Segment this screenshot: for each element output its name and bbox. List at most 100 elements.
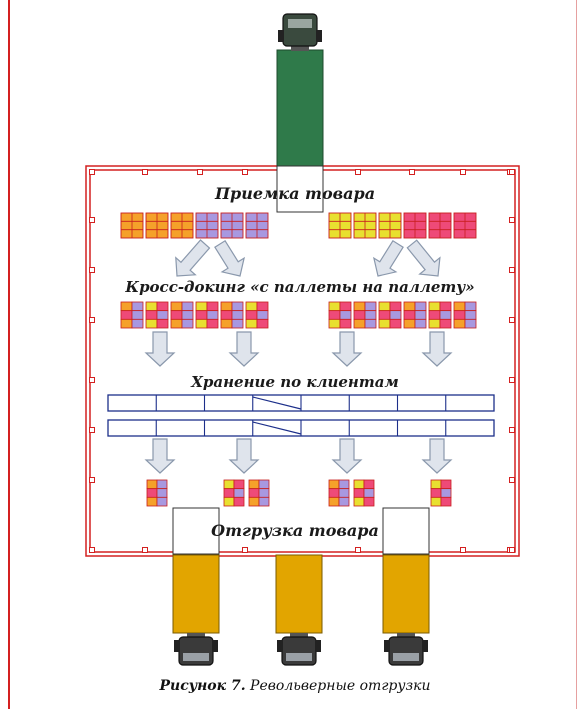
pallet-cell [223,488,235,498]
pallet-cell [145,310,158,320]
wall-marker [142,169,148,175]
outgoing-truck-wheel [384,640,390,652]
wall-marker [89,427,95,433]
pallet-cell [156,301,169,312]
pallet-cell [353,488,365,498]
pallet-cell [339,318,352,329]
shipping-dock-door [172,507,220,555]
pallet [145,212,169,239]
wall-marker [242,547,248,553]
pallet-cell [430,496,442,507]
wall-marker [89,547,95,553]
pallet-cell [256,318,269,329]
pallet-cell [223,479,235,490]
pallets-receiving [120,212,477,239]
pallet-cell [428,301,441,312]
wall-marker [355,169,361,175]
incoming-truck-hitch [291,45,309,51]
pallet [428,212,452,239]
figure-caption: Рисунок 7. Револьверные отгрузки [90,678,500,694]
wall-marker [197,169,203,175]
mixed-pallet [353,479,375,507]
wall-marker [460,547,466,553]
figure-number: Рисунок 7. [159,678,246,694]
rack-crossing [252,396,302,410]
pallet-cell [248,496,260,507]
pallet [220,212,244,239]
pallet-cell [440,479,452,490]
mixed-pallet [328,479,350,507]
pallet-cell [258,488,270,498]
pallet [328,212,352,239]
pallet-cell [220,301,233,312]
pallet-cell [220,310,233,320]
pallet-cell [430,479,442,490]
outgoing-truck-wheel [315,640,321,652]
pallet-cell [389,318,402,329]
outgoing-truck-trailer [382,554,430,634]
flow-arrow [421,331,453,367]
wall-marker [355,547,361,553]
flow-arrow [406,239,441,277]
section-label-storage: Хранение по клиентам [191,373,399,391]
wall-marker [460,169,466,175]
flow-arrow [228,331,260,367]
pallet-cell [120,310,133,320]
pallet-cell [206,318,219,329]
pallet-cell [339,301,352,312]
pallet-cell [170,301,183,312]
mixed-pallet [195,301,219,329]
pallet-cell [248,488,260,498]
outgoing-truck-hitch [397,633,415,638]
wall-marker [89,267,95,273]
pallet-cell [353,301,366,312]
pallet-cell [231,318,244,329]
pallet-cell [146,488,158,498]
wall-marker [509,217,515,223]
incoming-truck-trailer [276,49,324,167]
mixed-pallet [145,301,169,329]
mixed-pallet [120,301,144,329]
pallet-cell [428,318,441,329]
outgoing-truck [172,554,220,666]
pallet-cell [428,310,441,320]
pallet-cell [220,318,233,329]
pallet-cell [453,318,466,329]
pallet-cell [181,310,194,320]
outgoing-truck-windshield [286,653,312,661]
page-border-left [8,0,10,709]
pallet-cell [258,496,270,507]
mixed-pallet [245,301,269,329]
pallet-cell [156,318,169,329]
pallet-cell [339,310,352,320]
pallet-cell [223,496,235,507]
pallet [245,212,269,239]
pallet-cell [181,318,194,329]
pallet-cell [453,310,466,320]
pallet-cell [364,301,377,312]
pallet-cell [120,318,133,329]
outgoing-truck-trailer [172,554,220,634]
pallet-cell [338,496,350,507]
pallet-cell [363,496,375,507]
pallet-cell [439,310,452,320]
mixed-pallet [248,479,270,507]
pallet-cell [328,318,341,329]
flow-arrow [144,331,176,367]
pallet [195,212,219,239]
pallet-cell [430,488,442,498]
wall-marker [509,267,515,273]
pallet-cell [403,310,416,320]
pallet-cell [414,310,427,320]
pallet-cell [378,318,391,329]
pallet [353,212,377,239]
receiving-dock-door [276,165,324,213]
pallet-cell [195,310,208,320]
pallet-cell [363,488,375,498]
pallet-cell [256,301,269,312]
pallet-cell [146,479,158,490]
pallet-cell [364,310,377,320]
outgoing-truck [382,554,430,666]
pallet-cell [245,310,258,320]
wall-marker [509,377,515,383]
